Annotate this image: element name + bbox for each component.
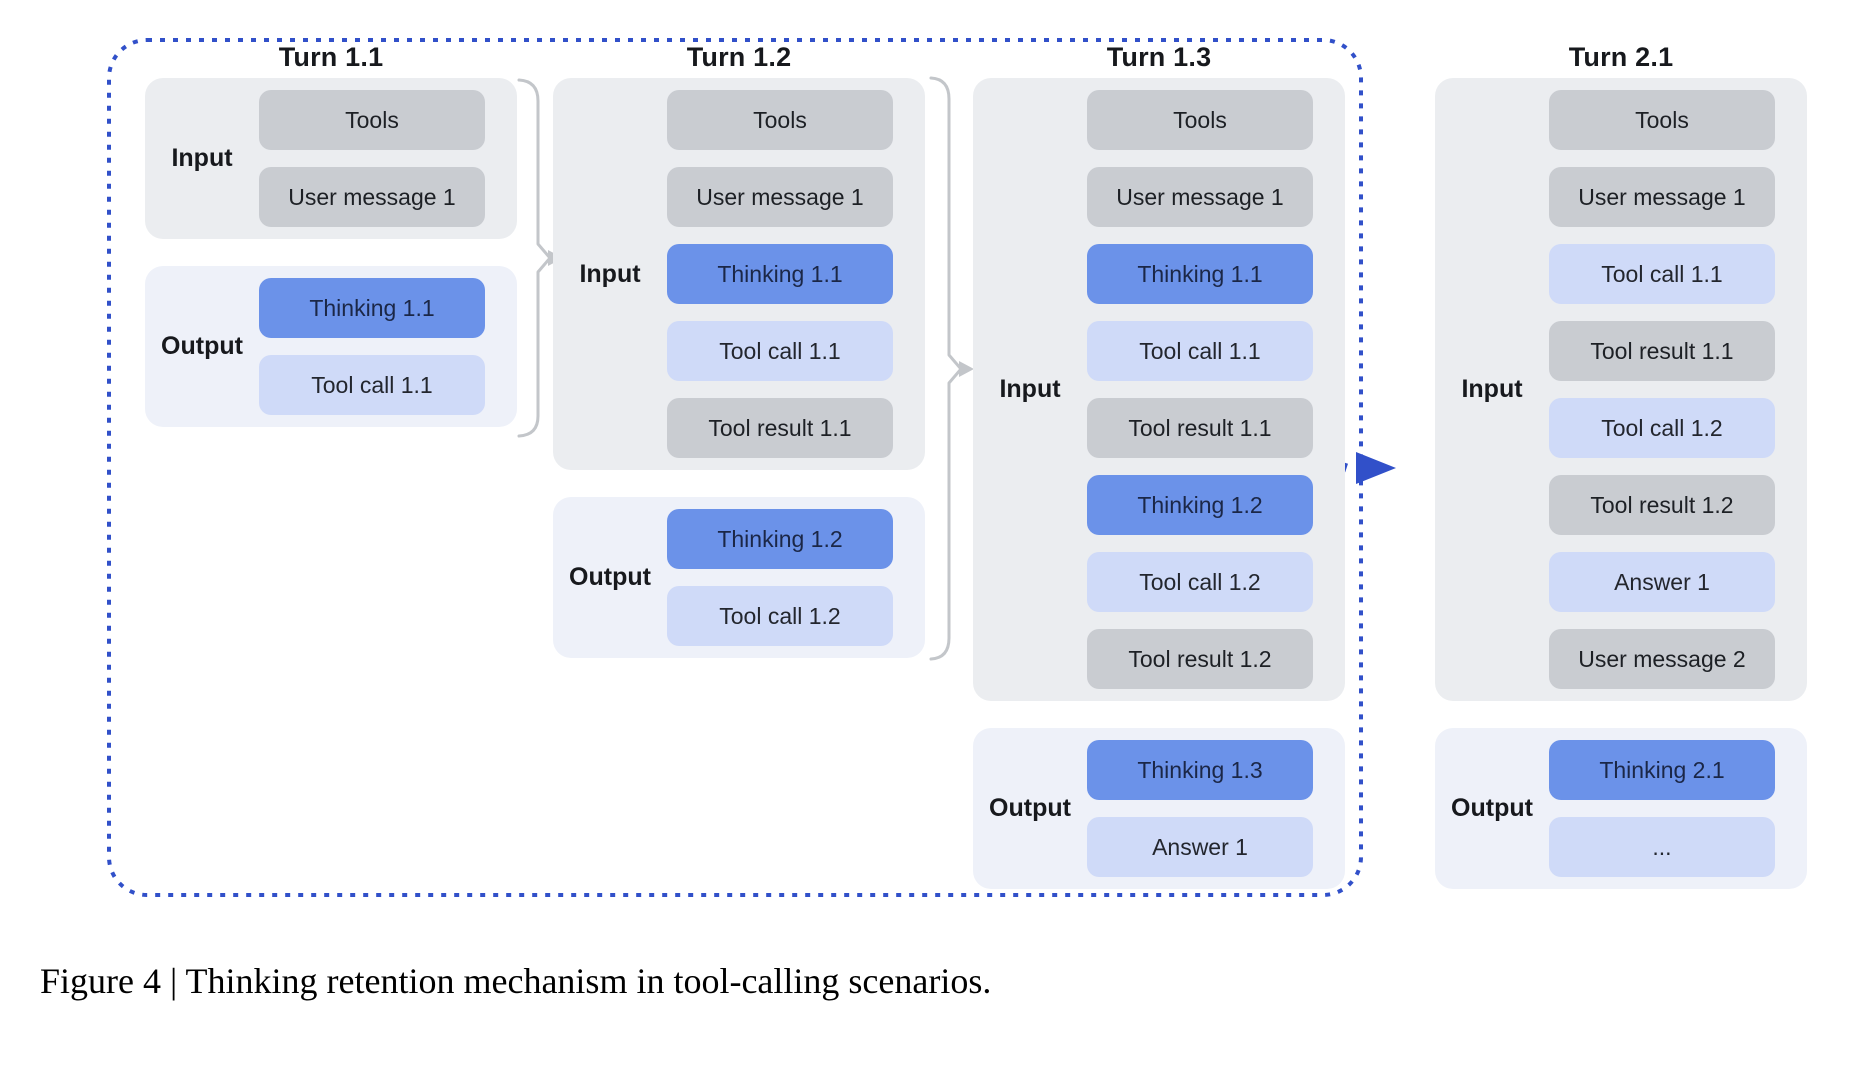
message-box: Thinking 2.1 <box>1549 740 1775 800</box>
output-rows: Thinking 1.2 Tool call 1.2 <box>667 509 893 646</box>
message-box: User message 2 <box>1549 629 1775 689</box>
message-box-label: User message 2 <box>1578 645 1746 672</box>
message-box-label: Tool call 1.1 <box>1139 337 1261 364</box>
message-box-label: Tool result 1.1 <box>1128 414 1272 441</box>
message-box: Tool call 1.1 <box>667 321 893 381</box>
output-section: Output Thinking 1.1 Tool call 1.1 <box>145 266 517 427</box>
output-label: Output <box>1451 794 1533 822</box>
message-box-label: ... <box>1652 833 1672 860</box>
output-rows: Thinking 2.1 ... <box>1549 740 1775 877</box>
message-box: User message 1 <box>1087 167 1313 227</box>
message-box-label: Tool result 1.2 <box>1128 645 1272 672</box>
output-section: Output Thinking 1.3 Answer 1 <box>973 728 1345 889</box>
message-box-label: Thinking 1.1 <box>1137 260 1263 287</box>
input-rows: Tools User message 1 Tool call 1.1 Tool … <box>1549 90 1775 689</box>
message-box-label: Answer 1 <box>1152 833 1248 860</box>
turn-column: Turn 1.3 Input Tools User message 1 Thin… <box>973 0 1345 900</box>
message-box: User message 1 <box>259 167 485 227</box>
message-box-label: Answer 1 <box>1614 568 1710 595</box>
output-section: Output Thinking 1.2 Tool call 1.2 <box>553 497 925 658</box>
output-label: Output <box>989 794 1071 822</box>
message-box-label: Tool result 1.1 <box>1590 337 1734 364</box>
message-box: Answer 1 <box>1087 817 1313 877</box>
turn-title: Turn 1.2 <box>686 42 792 72</box>
turn-title: Turn 1.3 <box>1106 42 1212 72</box>
message-box: Tools <box>1549 90 1775 150</box>
message-box: User message 1 <box>667 167 893 227</box>
message-box: Tool call 1.1 <box>1087 321 1313 381</box>
turn-column: Turn 1.1 Input Tools User message 1 Outp… <box>145 0 517 900</box>
message-box-label: User message 1 <box>1116 183 1284 210</box>
message-box-label: Tool call 1.1 <box>719 337 841 364</box>
message-box: Tool result 1.1 <box>667 398 893 458</box>
message-box-label: Tools <box>345 106 399 133</box>
message-box: Thinking 1.2 <box>667 509 893 569</box>
message-box: Tool call 1.1 <box>259 355 485 415</box>
turn-title: Turn 1.1 <box>278 42 384 72</box>
input-section: Input Tools User message 1 Thinking 1.1 … <box>973 78 1345 701</box>
output-rows: Thinking 1.1 Tool call 1.1 <box>259 278 485 415</box>
output-label: Output <box>161 332 243 360</box>
input-label: Input <box>999 375 1061 403</box>
message-box: Thinking 1.1 <box>1087 244 1313 304</box>
message-box: Tools <box>259 90 485 150</box>
message-box: Tool call 1.2 <box>1087 552 1313 612</box>
message-box: Tools <box>667 90 893 150</box>
message-box: Answer 1 <box>1549 552 1775 612</box>
turn-column: Turn 2.1 Input Tools User message 1 Tool… <box>1435 0 1807 900</box>
message-box: Tool result 1.1 <box>1549 321 1775 381</box>
message-box: User message 1 <box>1549 167 1775 227</box>
figure-caption: Figure 4 | Thinking retention mechanism … <box>40 961 992 1001</box>
message-box-label: Tools <box>1635 106 1689 133</box>
message-box-label: Thinking 2.1 <box>1599 756 1725 783</box>
output-section: Output Thinking 2.1 ... <box>1435 728 1807 889</box>
message-box-label: Tool call 1.2 <box>1139 568 1261 595</box>
message-box-label: Tools <box>1173 106 1227 133</box>
message-box-label: Tool call 1.2 <box>719 602 841 629</box>
message-box-label: Tool call 1.2 <box>1601 414 1723 441</box>
message-box-label: Tool call 1.1 <box>1601 260 1723 287</box>
message-box: ... <box>1549 817 1775 877</box>
message-box: Thinking 1.1 <box>667 244 893 304</box>
message-box: Thinking 1.1 <box>259 278 485 338</box>
message-box-label: Thinking 1.2 <box>1137 491 1263 518</box>
output-rows: Thinking 1.3 Answer 1 <box>1087 740 1313 877</box>
message-box: Tool result 1.2 <box>1087 629 1313 689</box>
output-label: Output <box>569 563 651 591</box>
input-rows: Tools User message 1 Thinking 1.1 Tool c… <box>1087 90 1313 689</box>
message-box-label: User message 1 <box>288 183 456 210</box>
input-label: Input <box>171 144 233 172</box>
message-box-label: Thinking 1.3 <box>1137 756 1263 783</box>
message-box: Tool call 1.2 <box>667 586 893 646</box>
input-label: Input <box>579 259 641 288</box>
message-box: Tool call 1.1 <box>1549 244 1775 304</box>
message-box-label: Thinking 1.2 <box>717 525 843 552</box>
message-box-label: Tool result 1.1 <box>708 414 852 441</box>
message-box: Thinking 1.2 <box>1087 475 1313 535</box>
turn-column: Turn 1.2 Input Tools User message 1 Thin… <box>553 0 925 900</box>
input-rows: Tools User message 1 <box>259 90 485 227</box>
message-box-label: Thinking 1.1 <box>717 260 843 287</box>
message-box-label: User message 1 <box>1578 183 1746 210</box>
message-box: Thinking 1.3 <box>1087 740 1313 800</box>
input-rows: Tools User message 1 Thinking 1.1 Tool c… <box>667 90 893 458</box>
message-box-label: Tool result 1.2 <box>1590 491 1734 518</box>
input-section: Input Tools User message 1 Tool call 1.1… <box>1435 78 1807 701</box>
message-box: Tool result 1.1 <box>1087 398 1313 458</box>
turn-title: Turn 2.1 <box>1568 42 1674 72</box>
message-box-label: Tools <box>753 106 807 133</box>
input-label: Input <box>1461 375 1523 403</box>
message-box: Tools <box>1087 90 1313 150</box>
message-box-label: User message 1 <box>696 183 864 210</box>
input-section: Input Tools User message 1 Thinking 1.1 … <box>553 78 925 470</box>
message-box-label: Tool call 1.1 <box>311 371 433 398</box>
message-box: Tool result 1.2 <box>1549 475 1775 535</box>
message-box-label: Thinking 1.1 <box>309 294 435 321</box>
input-section: Input Tools User message 1 <box>145 78 517 239</box>
message-box: Tool call 1.2 <box>1549 398 1775 458</box>
